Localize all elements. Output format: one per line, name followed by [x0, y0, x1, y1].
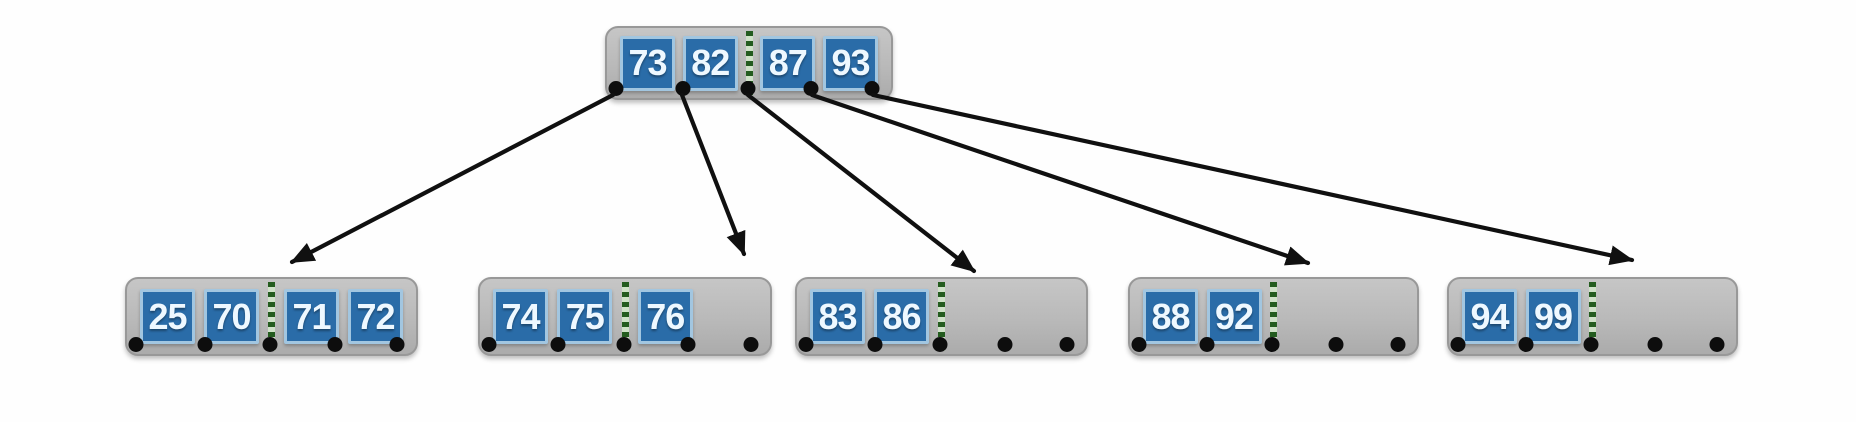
fill-boundary-divider: [745, 31, 753, 95]
child-pointer-dot: [932, 337, 948, 352]
child-pointer-dot: [864, 81, 880, 96]
key-cell: 86: [874, 289, 929, 344]
child-pointer-dot: [1199, 337, 1215, 352]
child-pointer-dot: [867, 337, 883, 352]
key-cell: 73: [620, 35, 675, 91]
child-pointer-dot: [680, 337, 696, 352]
key-cell: 93: [823, 35, 878, 91]
child-pointer-dot: [1583, 337, 1599, 352]
key-cell: 94: [1462, 289, 1517, 344]
child-pointer-dot: [1059, 337, 1075, 352]
child-pointer-dot: [197, 337, 213, 352]
child-pointer-dot: [675, 81, 691, 96]
child-pointer-dot: [389, 337, 405, 352]
fill-boundary-divider: [621, 282, 629, 351]
fill-boundary-divider: [1270, 282, 1277, 351]
key-cell: 75: [557, 289, 613, 344]
child-pointer-dot: [997, 337, 1012, 352]
child-pointer-dot: [798, 337, 814, 352]
key-cell: 76: [637, 289, 693, 344]
pointer-arrow-child-4: [809, 92, 1311, 266]
child-pointer-dot: [1390, 337, 1406, 352]
child-pointer-dot: [608, 81, 624, 96]
pointer-arrow-child-2: [679, 92, 747, 257]
key-cell: 87: [760, 35, 816, 91]
child-pointer-dot: [740, 81, 756, 96]
child-pointer-dot: [1647, 337, 1663, 352]
fill-boundary-divider: [938, 282, 945, 351]
child-pointer-dot: [481, 337, 497, 352]
pointer-arrow-child-1: [289, 92, 616, 265]
child-pointer-dot: [327, 337, 342, 352]
key-cell: 74: [493, 289, 548, 344]
child-pointer-dot: [128, 337, 144, 352]
pointer-arrow-child-5: [870, 92, 1635, 266]
key-cell: 99: [1525, 289, 1581, 344]
key-cell: 71: [284, 289, 339, 344]
child-pointer-dot: [262, 337, 278, 352]
key-cell: 70: [204, 289, 259, 344]
child-pointer-dot: [1328, 337, 1344, 352]
child-pointer-dot: [1450, 337, 1466, 352]
child-pointer-dot: [1518, 337, 1534, 352]
child-pointer-dot: [1131, 337, 1147, 352]
child-pointer-dot: [616, 337, 632, 352]
pointer-arrow-child-3: [745, 92, 977, 274]
key-cell: 92: [1206, 289, 1262, 344]
key-cell: 25: [140, 289, 195, 344]
child-pointer-dot: [1264, 337, 1280, 352]
key-cell: 83: [810, 289, 865, 344]
key-cell: 72: [348, 289, 403, 344]
key-cell: 82: [682, 35, 738, 91]
child-pointer-dot: [743, 337, 759, 352]
child-pointer-dot: [803, 81, 819, 96]
fill-boundary-divider: [1589, 282, 1596, 351]
child-pointer-dot: [550, 337, 566, 352]
fill-boundary-divider: [268, 282, 275, 351]
key-cell: 88: [1143, 289, 1198, 344]
child-pointer-dot: [1709, 337, 1725, 352]
